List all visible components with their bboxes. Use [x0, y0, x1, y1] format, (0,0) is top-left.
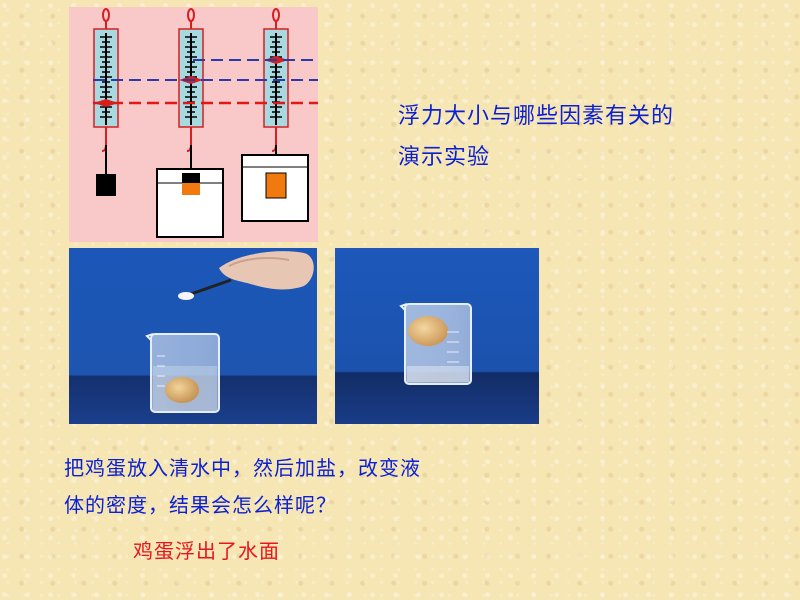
diagram-illustration: [93, 8, 318, 238]
egg-sinking-illustration: [69, 248, 317, 424]
slide-title-line-1: 浮力大小与哪些因素有关的: [398, 104, 675, 129]
question-line-1: 把鸡蛋放入清水中，然后加盐，改变液: [64, 456, 421, 480]
egg-floating-photo: [335, 248, 539, 424]
slide-title-line-2: 演示实验: [398, 145, 491, 170]
question-line-2: 体的密度，结果会怎么样呢？: [64, 493, 337, 517]
answer-text: 鸡蛋浮出了水面: [133, 539, 280, 563]
spring-scale-diagram: [69, 7, 318, 242]
egg-sinking-photo: [69, 248, 317, 424]
egg-floating-illustration: [335, 248, 539, 424]
